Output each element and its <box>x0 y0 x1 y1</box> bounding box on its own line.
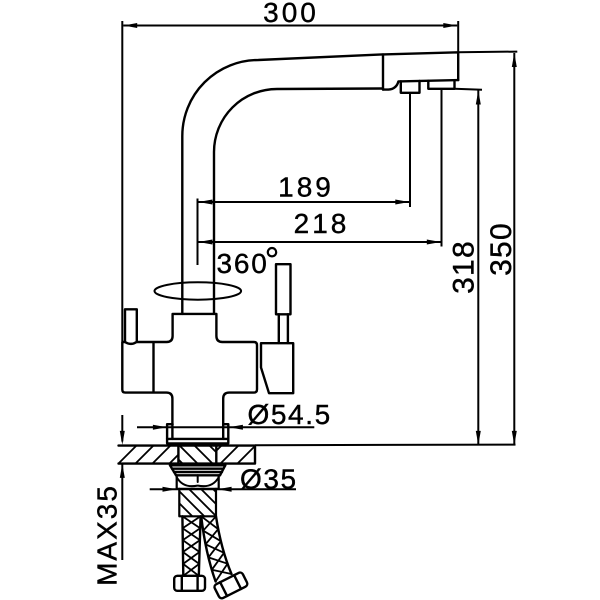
svg-text:350: 350 <box>485 222 518 276</box>
svg-text:360: 360 <box>217 248 269 279</box>
svg-text:MAX35: MAX35 <box>92 484 123 586</box>
svg-text:Ø35: Ø35 <box>240 463 298 494</box>
svg-text:218: 218 <box>294 208 350 239</box>
svg-text:300: 300 <box>263 0 319 28</box>
svg-text:189: 189 <box>278 172 334 203</box>
svg-text:Ø54.5: Ø54.5 <box>248 399 332 430</box>
svg-text:318: 318 <box>448 240 481 294</box>
